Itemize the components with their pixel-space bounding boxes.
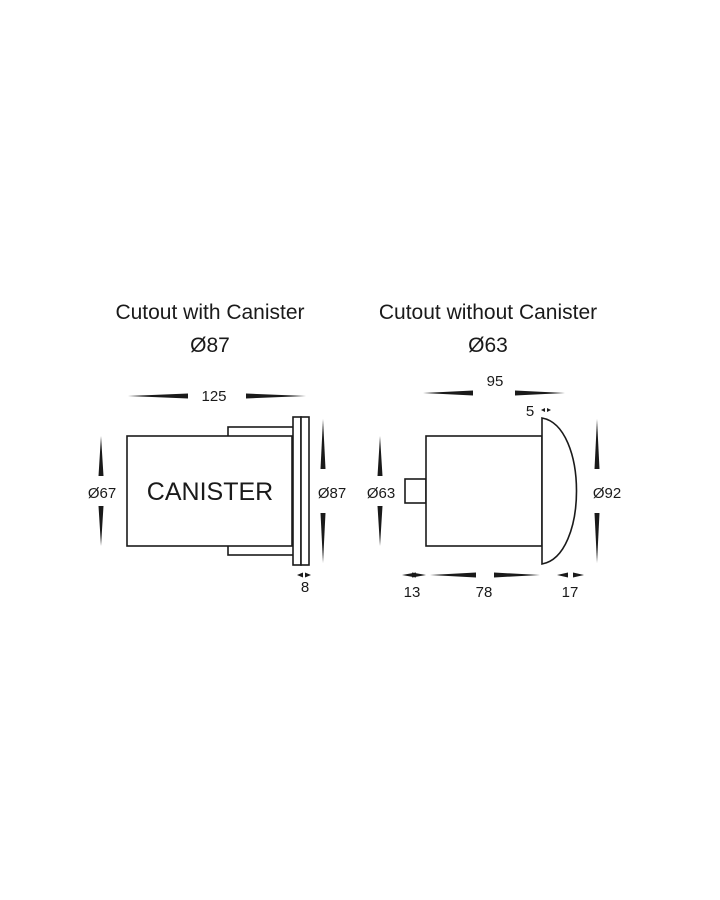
right-length-arrow-left — [423, 390, 473, 396]
left-cutout-diameter: Ø87 — [190, 334, 230, 357]
left-length-label: 125 — [201, 388, 226, 405]
right-body — [425, 435, 543, 547]
right-stub-label: 13 — [404, 584, 421, 601]
right-body-len-label: 78 — [476, 584, 493, 601]
right-body-len-arrow-left — [430, 572, 476, 578]
canister-body — [126, 435, 293, 547]
right-stub — [404, 478, 427, 504]
right-drawing: 95 5 Ø63 Ø92 13 78 17 — [367, 373, 621, 601]
left-length-arrow-left — [128, 393, 188, 399]
left-flange-dia-arrow-bottom — [320, 513, 326, 563]
left-body-dia-arrow-top — [98, 436, 104, 476]
right-body-dia-arrow-top — [377, 436, 383, 476]
right-title: Cutout without Canister — [378, 301, 598, 324]
right-length-arrow-right — [515, 390, 565, 396]
right-cap-len-arrow-right — [573, 572, 584, 578]
right-stub-arrow-right — [412, 572, 426, 578]
right-body-dia-label: Ø63 — [367, 485, 395, 502]
left-thickness-label: 8 — [301, 579, 309, 596]
right-cap-dia-arrow-bottom — [594, 513, 600, 563]
left-body-dia-label: Ø67 — [88, 485, 116, 502]
right-body-dia-arrow-bottom — [377, 506, 383, 546]
left-flange-inner — [292, 416, 302, 566]
right-length-label: 95 — [487, 373, 504, 390]
right-body-len-arrow-right — [494, 572, 540, 578]
left-thickness-arrow-left — [297, 572, 303, 578]
right-cap-dia-label: Ø92 — [593, 485, 621, 502]
right-gap-arrow-right — [547, 408, 551, 412]
right-cutout-diameter: Ø63 — [468, 334, 508, 357]
right-dome-cap — [541, 417, 578, 565]
left-thickness-arrow-right — [305, 572, 311, 578]
left-length-arrow-right — [246, 393, 306, 399]
left-body-dia-arrow-bottom — [98, 506, 104, 546]
canister-label: CANISTER — [147, 478, 273, 506]
left-drawing: CANISTER 125 Ø67 Ø87 8 — [88, 388, 346, 596]
right-cap-len-arrow-left — [557, 572, 568, 578]
right-gap-label: 5 — [526, 403, 534, 420]
left-flange-dia-arrow-top — [320, 419, 326, 469]
left-title: Cutout with Canister — [115, 301, 305, 324]
right-gap-arrow-left — [541, 408, 545, 412]
left-flange-outer — [300, 416, 310, 566]
right-cap-len-label: 17 — [562, 584, 579, 601]
right-cap-dia-arrow-top — [594, 419, 600, 469]
left-flange-dia-label: Ø87 — [318, 485, 346, 502]
